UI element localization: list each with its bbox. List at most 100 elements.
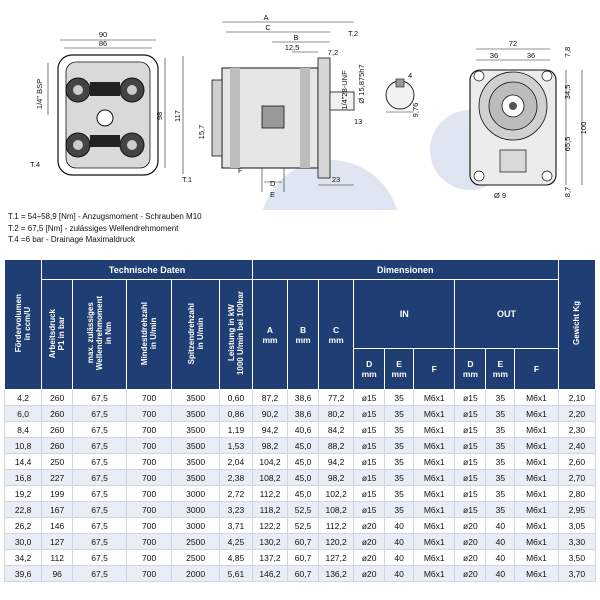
header-pressure: Arbeitsdruck P1 in bar [41,279,74,390]
key-dim-4: 4 [408,71,412,80]
cell: 67,5 [72,517,127,534]
cell: 4,85 [218,549,253,566]
note-t4: T.4 =6 bar - Drainage Maximaldruck [8,235,135,244]
cell: 84,2 [318,421,355,438]
cell: 19,2 [3,485,43,502]
cell: ø20 [353,517,386,534]
side-label-f: F [238,166,243,175]
cell: 60,7 [287,533,320,550]
cell: M6x1 [514,437,559,454]
torque-notes: T.1 = 54÷58,9 [Nm] - Anzugsmoment - Schr… [8,211,202,246]
header-max-speed: Spitzendrehzahl in U/min [171,279,220,390]
cell: 30,0 [3,533,43,550]
cell: M6x1 [514,565,559,582]
front-view [47,39,184,176]
cell: ø15 [353,501,386,518]
header-in-e: E mm [384,348,415,390]
cell: 112 [41,549,74,566]
cell: 67,5 [72,437,127,454]
cell: 40 [384,549,415,566]
cell: 3,23 [218,501,253,518]
header-out-e: E mm [485,348,516,390]
cell: 35 [384,469,415,486]
header-torque: max. zulässiges Wellendrehmoment in Nm [72,279,127,390]
cell: 45,0 [287,437,320,454]
cell: 3000 [171,501,220,518]
cell: 6,0 [3,405,43,422]
cell: 40 [485,533,516,550]
cell: 35 [485,501,516,518]
cell: 88,2 [318,437,355,454]
cell: 35 [485,421,516,438]
cell: 3500 [171,437,220,454]
cell: 94,2 [318,453,355,470]
cell: 2,30 [557,421,597,438]
cell: 112,2 [318,517,355,534]
cell: 3500 [171,469,220,486]
cell: 199 [41,485,74,502]
cell: 67,5 [72,565,127,582]
cell: M6x1 [413,421,456,438]
cell: ø15 [454,437,487,454]
cell: 2,60 [557,453,597,470]
cell: 3000 [171,517,220,534]
cell: 35 [485,453,516,470]
cell: 130,2 [251,533,289,550]
cell: 34,2 [3,549,43,566]
cell: 700 [125,437,173,454]
cell: ø15 [454,469,487,486]
cell: ø20 [454,533,487,550]
cell: 4,2 [3,389,43,406]
side-dim-23: 23 [332,175,340,184]
header-in-d: D mm [353,348,386,390]
cell: 67,5 [72,405,127,422]
cell: 60,7 [287,549,320,566]
cell: 2,80 [557,485,597,502]
cell: 80,2 [318,405,355,422]
cell: 700 [125,421,173,438]
cell: ø15 [353,389,386,406]
cell: M6x1 [413,501,456,518]
cell: 40 [485,549,516,566]
rear-dim-phi9: Ø 9 [494,191,506,200]
cell: ø15 [454,389,487,406]
cell: 3,30 [557,533,597,550]
front-dim-90: 90 [99,30,107,39]
cell: M6x1 [514,549,559,566]
cell: 122,2 [251,517,289,534]
cell: 700 [125,549,173,566]
cell: M6x1 [514,389,559,406]
cell: M6x1 [413,389,456,406]
cell: ø15 [353,421,386,438]
cell: M6x1 [413,565,456,582]
cell: 700 [125,517,173,534]
cell: 22,8 [3,501,43,518]
side-label-t1: T.1 [182,175,192,184]
header-displacement: Fördervolumen in ccm/U [3,259,43,390]
cell: 40 [485,517,516,534]
cell: ø15 [353,485,386,502]
cell: 52,5 [287,517,320,534]
cell: 2,38 [218,469,253,486]
cell: 67,5 [72,469,127,486]
cell: M6x1 [413,485,456,502]
cell: 67,5 [72,389,127,406]
cell: 3,05 [557,517,597,534]
cell: 35 [485,437,516,454]
cell: 67,5 [72,421,127,438]
cell: 260 [41,421,74,438]
cell: 118,2 [251,501,289,518]
cell: 3,50 [557,549,597,566]
cell: 40 [485,565,516,582]
cell: 67,5 [72,549,127,566]
cell: 98,2 [251,437,289,454]
